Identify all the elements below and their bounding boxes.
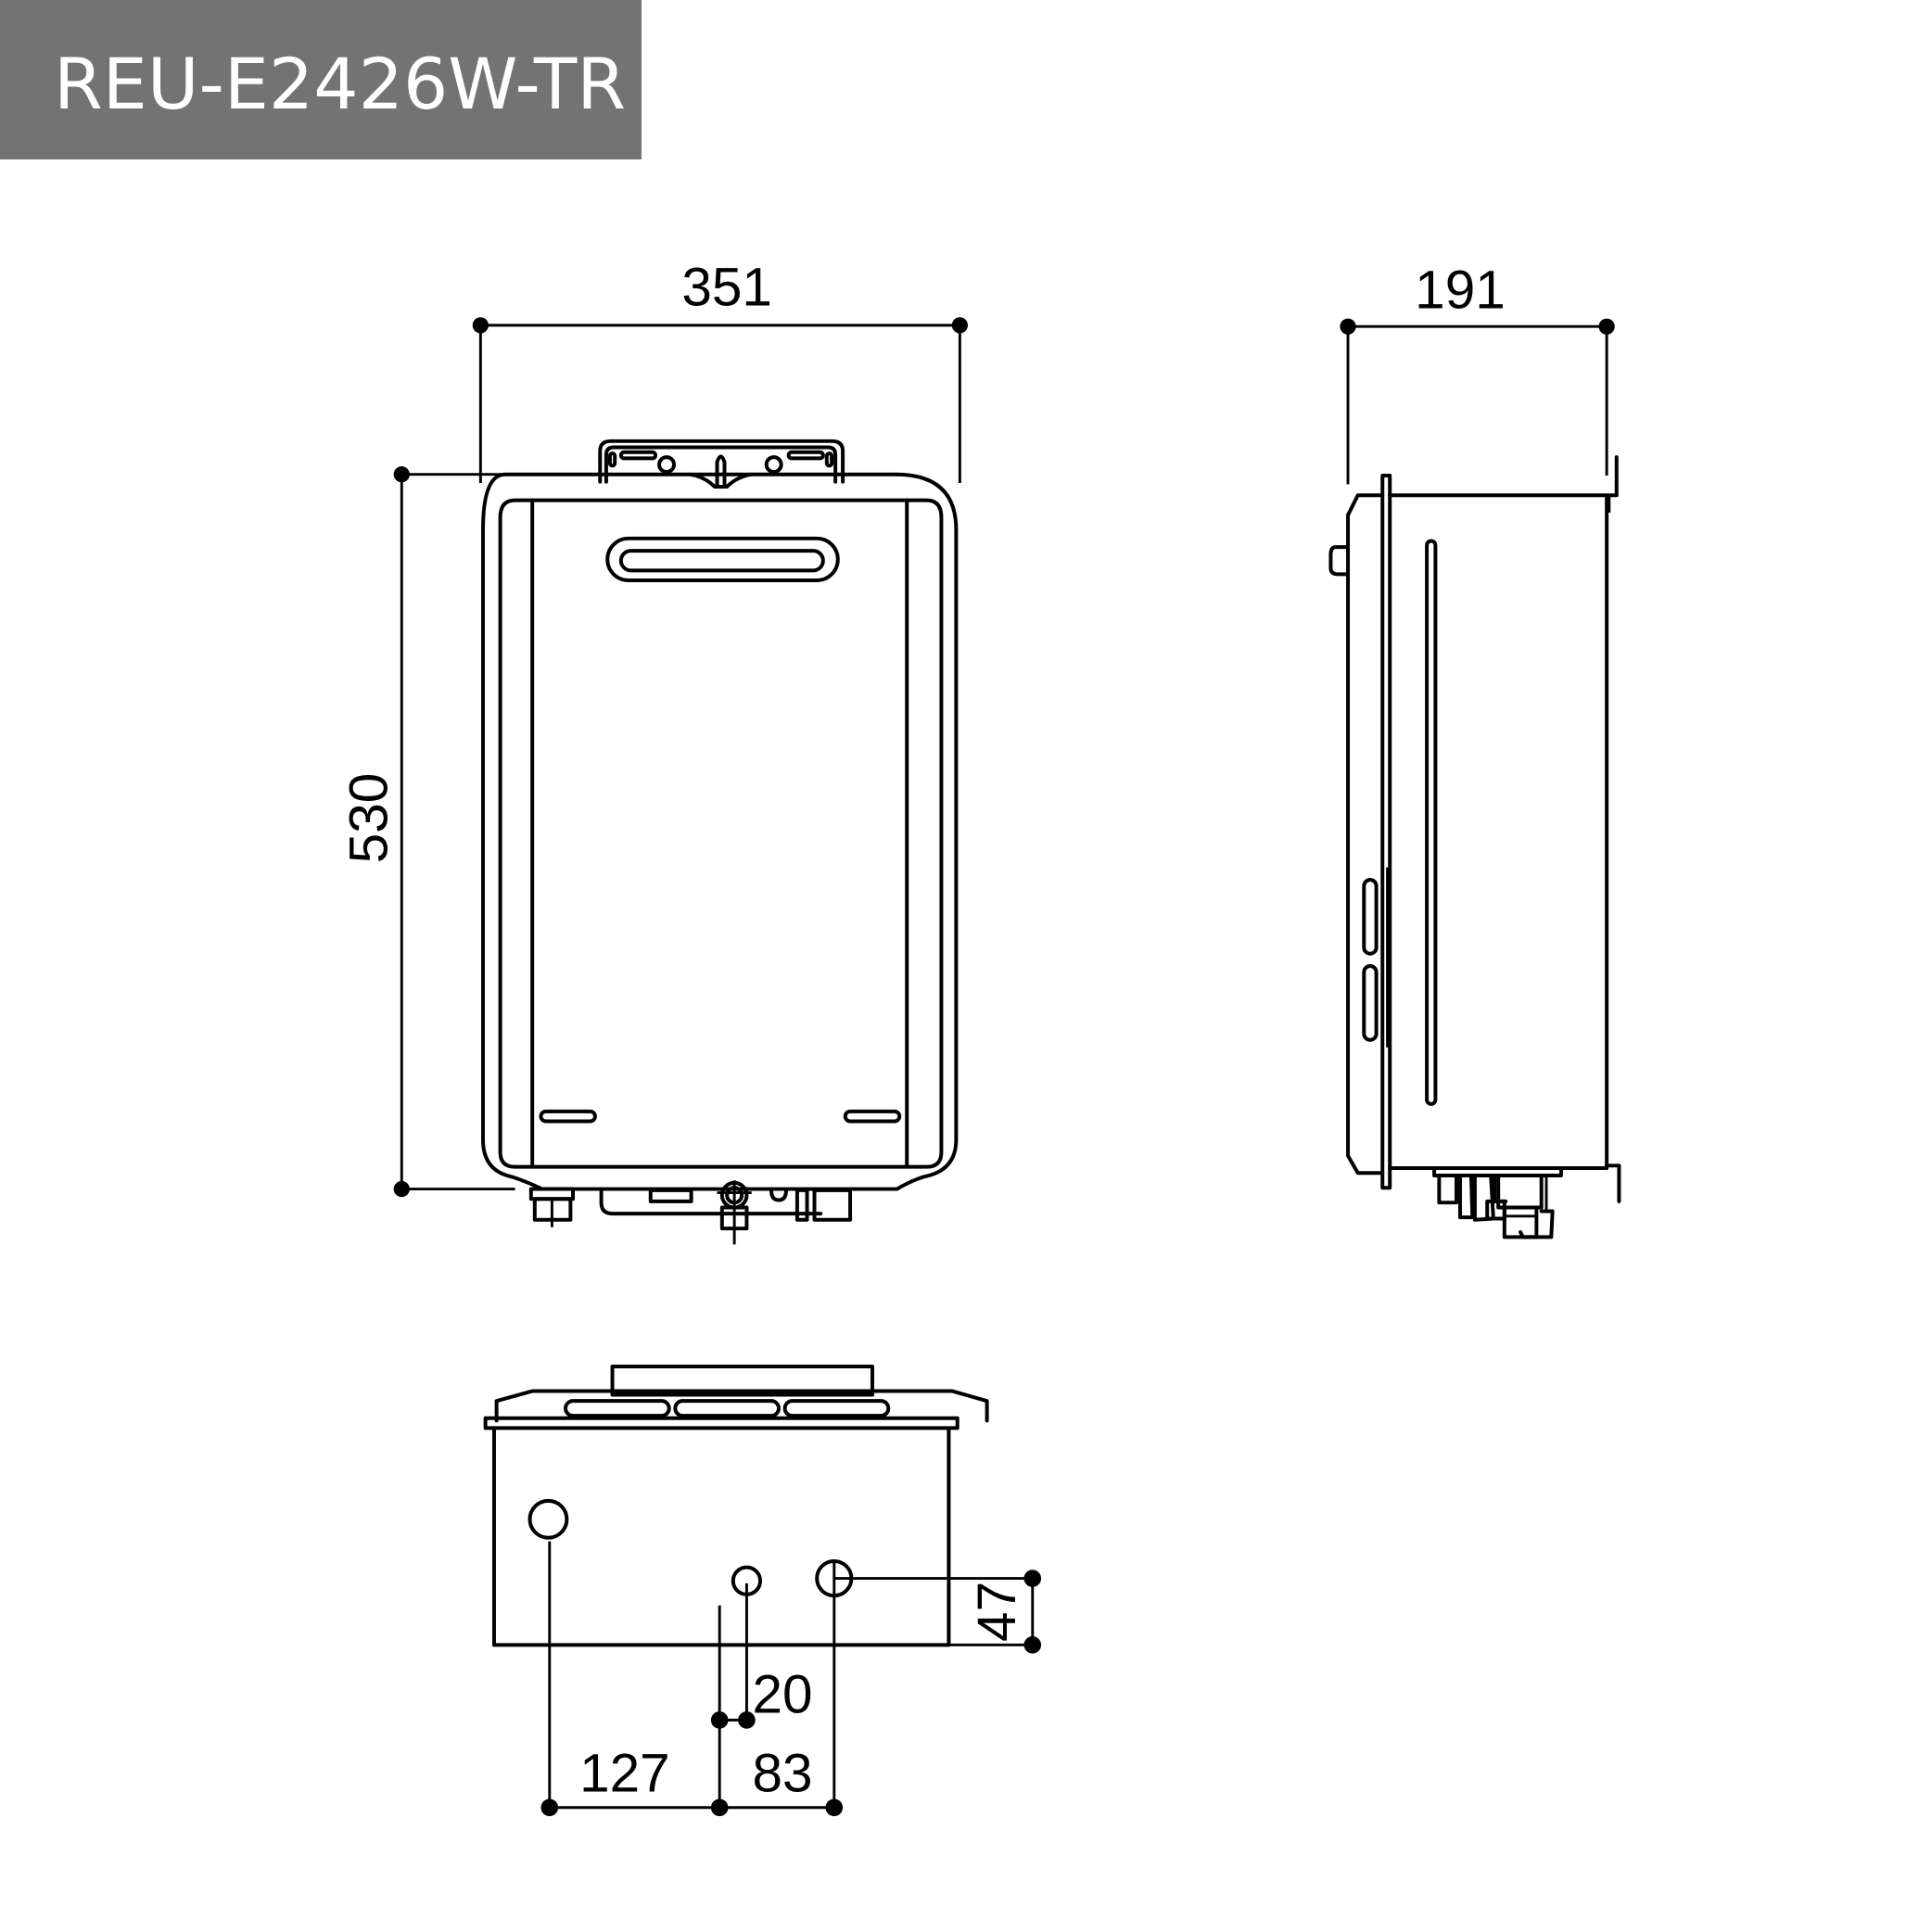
side-slot <box>1425 539 1438 1106</box>
front-height-dimension: 530 <box>338 466 518 1198</box>
front-width-label: 351 <box>681 258 772 318</box>
front-view: 351 530 <box>338 258 968 1245</box>
side-body <box>1388 493 1609 1170</box>
model-title-banner: REU-E2426W-TR <box>0 0 642 159</box>
bottom-body <box>491 1426 951 1647</box>
vent-slot-right <box>843 1109 902 1124</box>
vent-slot-left <box>539 1109 597 1124</box>
model-title: REU-E2426W-TR <box>54 43 627 125</box>
gas-inlet-circle <box>527 1498 569 1540</box>
exhaust-vent <box>605 536 840 582</box>
side-button <box>1328 545 1351 577</box>
side-view: 191 <box>1328 260 1621 1239</box>
bottom-view: 127 83 20 47 <box>483 1364 1042 1817</box>
side-depth-dimension: 191 <box>1340 260 1615 485</box>
offset-83-label: 83 <box>752 1743 812 1803</box>
offset-20-label: 20 <box>752 1664 812 1724</box>
offset-127-label: 127 <box>579 1743 670 1803</box>
bottom-dimensions: 127 83 20 47 <box>540 1541 1042 1817</box>
mounting-plate <box>1380 474 1392 1190</box>
front-width-dimension: 351 <box>472 258 968 483</box>
side-bottom-fittings <box>1432 1165 1563 1239</box>
side-depth-label: 191 <box>1415 260 1506 320</box>
front-height-label: 530 <box>338 773 399 864</box>
offset-47-label: 47 <box>967 1582 1027 1642</box>
mounting-bracket <box>598 439 845 489</box>
outer-casing <box>481 472 959 1191</box>
front-panel <box>498 498 944 1169</box>
bottom-connections <box>528 1180 853 1245</box>
